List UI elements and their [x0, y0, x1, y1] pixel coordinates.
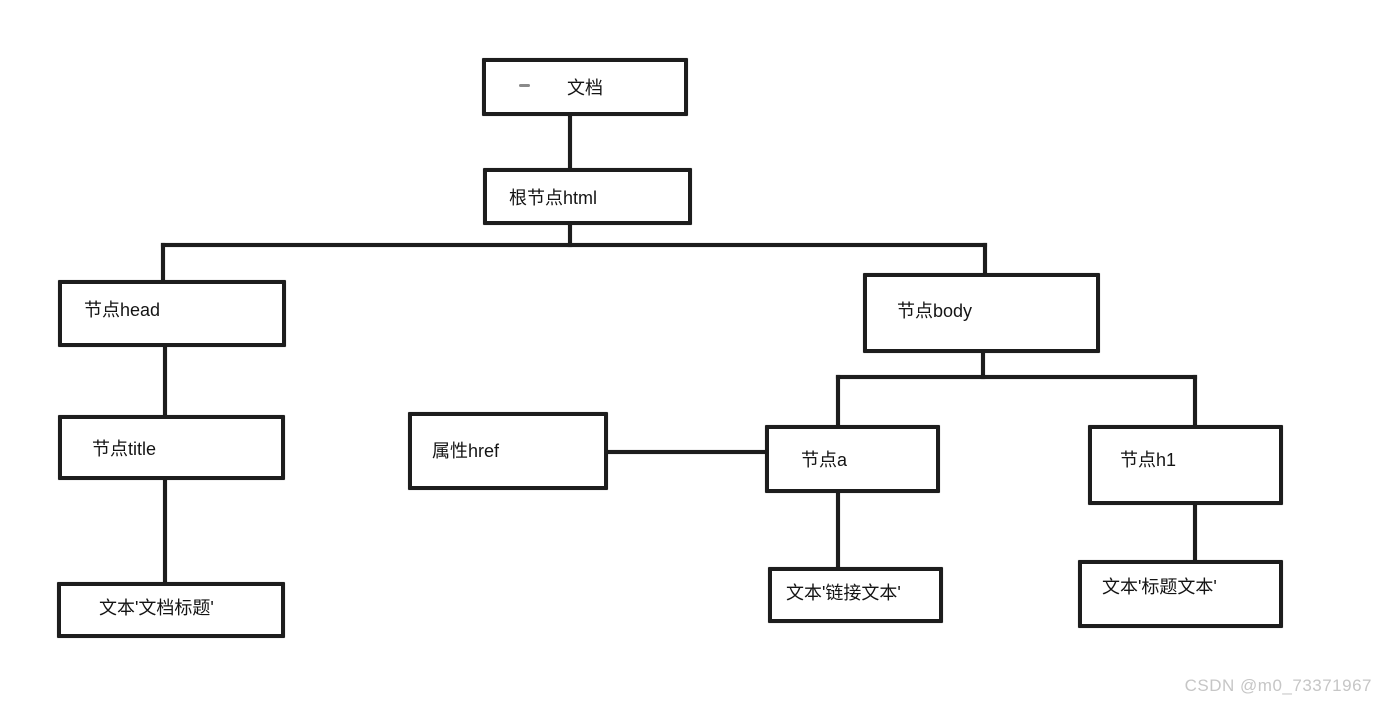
- stray-mark: [519, 84, 530, 87]
- edge-html-stem: [568, 221, 572, 247]
- edge-head-title: [163, 343, 167, 419]
- node-attr-href: 属性href: [408, 412, 608, 490]
- edge-a-text: [836, 489, 840, 571]
- node-h1: 节点h1: [1088, 425, 1283, 505]
- node-body: 节点body: [863, 273, 1100, 353]
- edge-title-text: [163, 476, 167, 586]
- edge-drop-to-body: [983, 243, 987, 277]
- watermark-text: CSDN @m0_73371967: [1184, 676, 1372, 695]
- edge-drop-to-h1: [1193, 375, 1197, 429]
- node-text-link: 文本'链接文本': [768, 567, 943, 623]
- node-root-html: 根节点html: [483, 168, 692, 225]
- edge-body-children-bar: [836, 375, 1197, 379]
- node-document: 文档: [482, 58, 688, 116]
- node-a: 节点a: [765, 425, 940, 493]
- edge-drop-to-head: [161, 243, 165, 284]
- edge-drop-to-a: [836, 375, 840, 429]
- edge-html-children-bar: [161, 243, 987, 247]
- node-head: 节点head: [58, 280, 286, 347]
- edge-href-a: [604, 450, 769, 454]
- node-title: 节点title: [58, 415, 285, 480]
- edge-document-html: [568, 112, 572, 172]
- edge-body-stem: [981, 349, 985, 379]
- node-text-heading: 文本'标题文本': [1078, 560, 1283, 628]
- node-text-doc-title: 文本'文档标题': [57, 582, 285, 638]
- edge-h1-text: [1193, 501, 1197, 564]
